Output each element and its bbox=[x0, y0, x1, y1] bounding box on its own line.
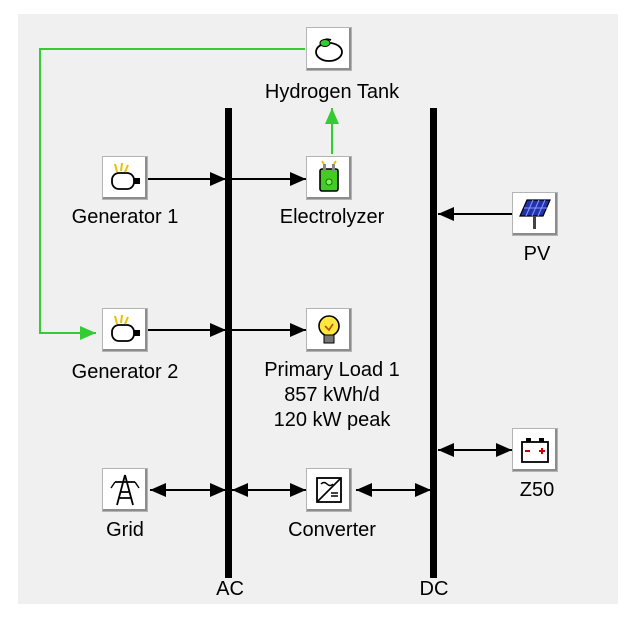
light-bulb-icon bbox=[318, 315, 340, 344]
z50-component[interactable] bbox=[512, 428, 558, 472]
primary-load-name: Primary Load 1 bbox=[264, 359, 400, 381]
electrolyzer-label: Electrolyzer bbox=[279, 206, 385, 228]
hydrogen-tank-icon bbox=[315, 38, 343, 62]
hydrogen-supply-line bbox=[39, 48, 305, 340]
converter-icon bbox=[316, 477, 342, 503]
transmission-tower-icon bbox=[110, 474, 140, 506]
z50-label: Z50 bbox=[519, 479, 555, 501]
generator-2-label: Generator 2 bbox=[71, 361, 179, 383]
generator-1-label: Generator 1 bbox=[71, 206, 179, 228]
solar-panel-icon bbox=[519, 199, 551, 229]
generator-1-component[interactable] bbox=[102, 156, 148, 200]
generator-icon bbox=[111, 314, 140, 342]
grid-component[interactable] bbox=[102, 468, 148, 512]
generator-icon bbox=[111, 162, 140, 190]
hydrogen-tank-component[interactable] bbox=[306, 27, 352, 71]
dc-bus[interactable] bbox=[430, 108, 437, 578]
pv-label: PV bbox=[523, 243, 551, 265]
pv-component[interactable] bbox=[512, 192, 558, 236]
ac-bus[interactable] bbox=[225, 108, 232, 578]
grid-label: Grid bbox=[106, 519, 144, 541]
battery-icon bbox=[521, 438, 549, 463]
generator-2-component[interactable] bbox=[102, 308, 148, 352]
converter-component[interactable] bbox=[306, 468, 352, 512]
primary-load-energy: 857 kWh/d bbox=[284, 384, 380, 406]
ac-bus-label: AC bbox=[216, 578, 244, 600]
electrolyzer-icon bbox=[319, 160, 339, 192]
primary-load-peak: 120 kW peak bbox=[273, 409, 391, 431]
primary-load-component[interactable] bbox=[306, 308, 352, 352]
electrolyzer-component[interactable] bbox=[306, 156, 352, 200]
converter-label: Converter bbox=[288, 519, 376, 541]
hydrogen-tank-label: Hydrogen Tank bbox=[264, 81, 400, 103]
dc-bus-label: DC bbox=[419, 578, 449, 600]
primary-load-label: Primary Load 1 857 kWh/d 120 kW peak bbox=[264, 358, 400, 433]
